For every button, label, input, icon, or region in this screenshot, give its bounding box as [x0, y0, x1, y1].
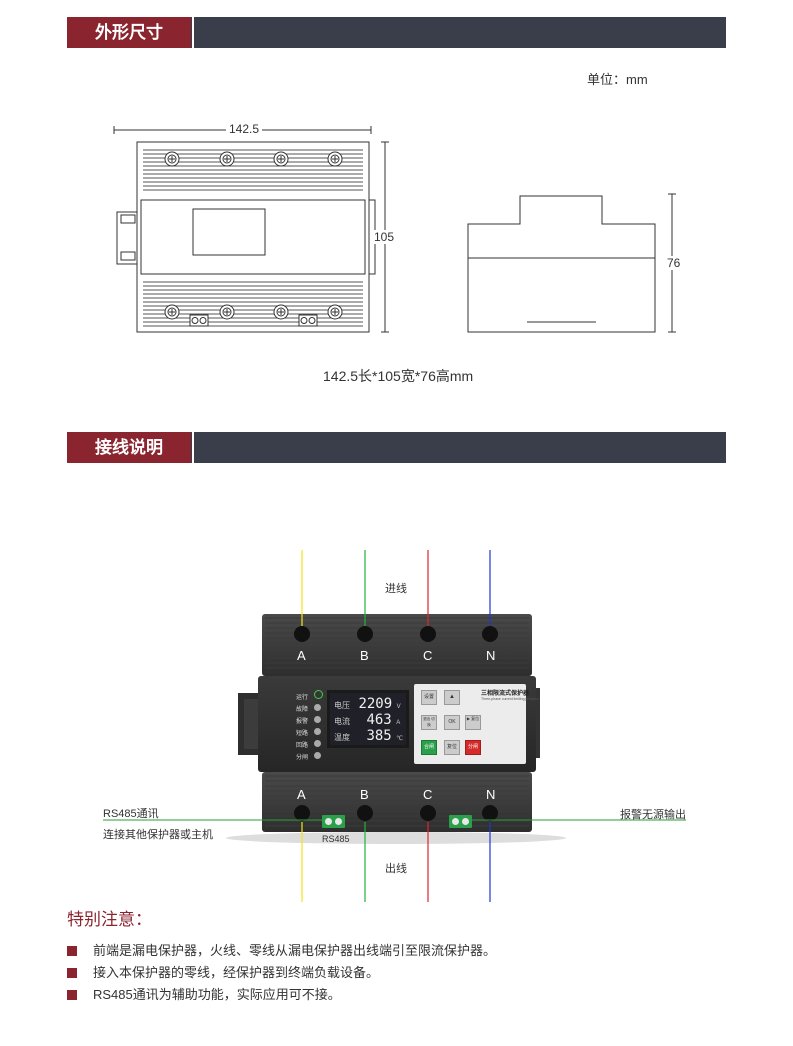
dimension-summary: 142.5长*105宽*76高mm	[323, 368, 474, 384]
note-bullet	[67, 990, 77, 1000]
device-upper-body	[262, 614, 532, 676]
note-bullet	[67, 968, 77, 978]
rs485-port-label: RS485	[322, 834, 350, 844]
up-button[interactable]: ▲	[444, 690, 460, 705]
indicator-alarm: 报警	[296, 716, 323, 728]
indicator-loop: 回路	[296, 740, 323, 752]
note-item: 前端是漏电保护器，火线、零线从漏电保护器出线端引至限流保护器。	[67, 940, 496, 962]
indicator-running: 运行	[296, 690, 323, 704]
section-title-wiring: 接线说明	[67, 432, 194, 463]
terminal-bottom-b: B	[360, 787, 369, 802]
section-title-dimensions: 外形尺寸	[67, 17, 194, 48]
rs485-title: RS485通讯	[103, 808, 159, 820]
reset-button[interactable]: 复位	[444, 740, 460, 755]
indicator-trip: 分闸	[296, 752, 323, 764]
terminal-top-a: A	[297, 648, 306, 663]
indicator-fault: 故障	[296, 704, 323, 716]
height-label: 105	[374, 230, 395, 244]
ok-button[interactable]: OK	[444, 715, 460, 730]
terminal-bottom-a: A	[297, 787, 306, 802]
outlet-label: 出线	[385, 863, 407, 875]
depth-label: 76	[665, 256, 683, 270]
notes-title: 特别注意：	[67, 910, 152, 929]
display-window	[192, 208, 266, 256]
note-bullet	[67, 946, 77, 956]
right-reset-button[interactable]: ▶ 复位	[465, 715, 481, 730]
notes-section: 特别注意： 前端是漏电保护器，火线、零线从漏电保护器出线端引至限流保护器。 接入…	[67, 905, 496, 1006]
terminal-bottom-c: C	[423, 787, 433, 802]
indicator-short: 短路	[296, 728, 323, 740]
exit-switch-button[interactable]: 退出 切换	[421, 715, 437, 730]
terminal-top-n: N	[486, 648, 496, 663]
alarm-output-label: 报警无源输出	[620, 809, 686, 821]
set-button[interactable]: 设置	[421, 690, 437, 705]
terminal-top-b: B	[360, 648, 369, 663]
note-item: RS485通讯为辅助功能，实际应用可不接。	[67, 984, 496, 1006]
reading-voltage: 电压 2209 V	[334, 696, 401, 712]
inlet-label: 进线	[385, 583, 407, 595]
section-header-dimensions: 外形尺寸	[67, 17, 726, 48]
width-label: 142.5	[226, 122, 263, 136]
trip-button[interactable]: 分闸	[465, 740, 481, 755]
reading-current: 电流 463 A	[334, 712, 401, 728]
lcd-readings: 电压 2209 V 电流 463 A 温度 385 ℃	[334, 696, 403, 744]
brand-name: 三相限流式保护器	[481, 691, 530, 697]
close-button[interactable]: 合闸	[421, 740, 437, 755]
side-view-outline	[467, 195, 656, 333]
unit-label: 单位：mm	[587, 72, 648, 87]
rs485-description: 连接其他保护器或主机	[103, 829, 213, 841]
terminal-bottom-n: N	[486, 787, 496, 802]
brand-name-en: Three-phase current limiting protector	[481, 697, 540, 701]
indicator-list: 运行 故障 报警 短路 回路 分闸	[296, 690, 323, 764]
section-header-wiring: 接线说明	[67, 432, 726, 463]
note-item: 接入本保护器的零线，经保护器到终端负载设备。	[67, 962, 496, 984]
reading-temperature: 温度 385 ℃	[334, 728, 403, 744]
terminal-top-c: C	[423, 648, 433, 663]
